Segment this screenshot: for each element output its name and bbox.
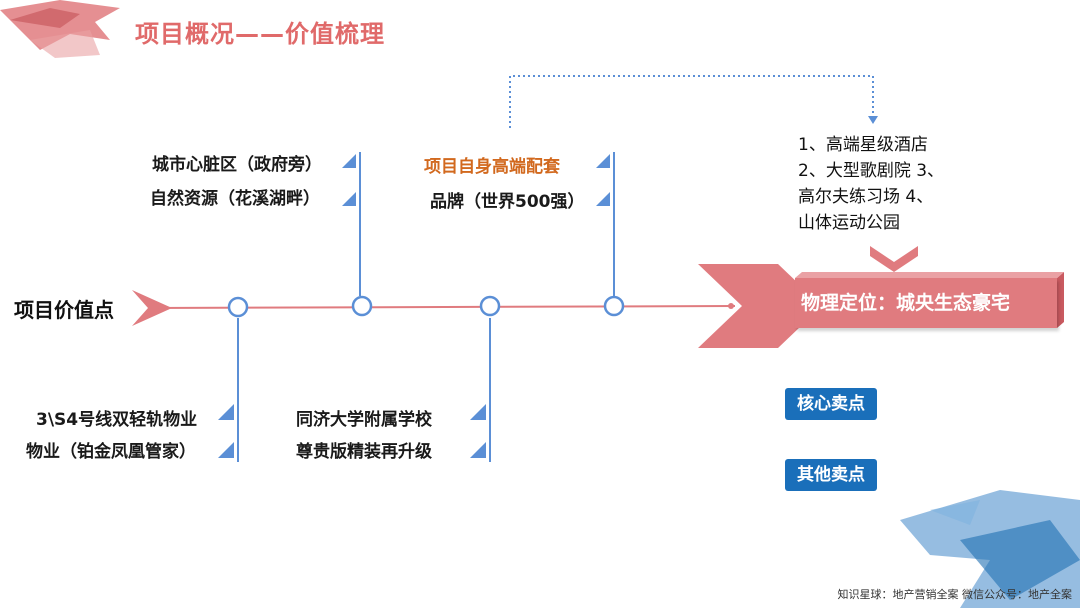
- bottom-branch-1-line-2: 物业（铂金凤凰管家）: [26, 442, 196, 462]
- position-box-depth: [1057, 272, 1064, 328]
- bottom-branch-2-line-1: 同济大学附属学校: [296, 410, 432, 430]
- page-title: 项目概况——价值梳理: [135, 20, 385, 48]
- red-brush-decoration: [0, 0, 120, 58]
- core-selling-points-button[interactable]: 核心卖点: [785, 388, 877, 420]
- facility-line: 1、高端星级酒店: [798, 135, 928, 155]
- down-chevron-icon: [870, 246, 918, 272]
- top-branch-2-line-2: 品牌（世界500强）: [430, 192, 585, 212]
- top-branch-1-line-1: 城市心脏区（政府旁）: [152, 155, 322, 175]
- node-3: [479, 295, 501, 317]
- footer-credit: 知识星球：地产营销全案 微信公众号：地产全案: [837, 588, 1073, 601]
- facility-line: 高尔夫练习场 4、: [798, 187, 934, 207]
- axis-main-label: 项目价值点: [14, 298, 114, 322]
- facility-line: 2、大型歌剧院 3、: [798, 161, 945, 181]
- positioning-box: 物理定位：城央生态豪宅: [795, 278, 1057, 328]
- bullet-triangles: [218, 154, 610, 458]
- node-2: [351, 295, 373, 317]
- top-branch-2-line-1: 项目自身高端配套: [424, 157, 560, 177]
- position-box-top: [795, 272, 1064, 278]
- node-1: [227, 296, 249, 318]
- dotted-arrowhead: [868, 116, 878, 124]
- node-4: [603, 295, 625, 317]
- top-branch-1-line-2: 自然资源（花溪湖畔）: [150, 189, 320, 209]
- bottom-branch-1-line-1: 3\S4号线双轻轨物业: [36, 410, 198, 430]
- bottom-branch-2-line-2: 尊贵版精装再升级: [296, 442, 432, 462]
- facility-line: 山体运动公园: [798, 213, 900, 233]
- axis-end-dot: [728, 303, 734, 309]
- other-selling-points-button[interactable]: 其他卖点: [785, 459, 877, 491]
- dotted-connector: [509, 75, 874, 128]
- facilities-list: 1、高端星级酒店 2、大型歌剧院 3、 高尔夫练习场 4、 山体运动公园: [798, 132, 944, 236]
- blue-brush-decoration: [900, 490, 1080, 608]
- big-arrow-chevron: [698, 264, 822, 348]
